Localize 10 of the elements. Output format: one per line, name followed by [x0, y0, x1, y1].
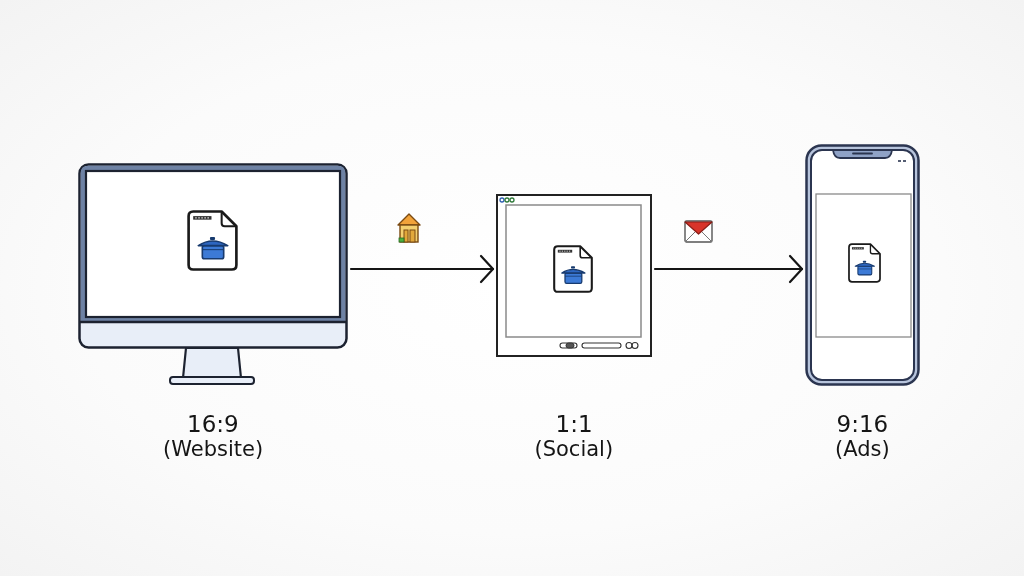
arrow: [349, 254, 495, 284]
usage-label: (Social): [534, 438, 614, 462]
usage-label: (Ads): [835, 438, 890, 462]
aspect-ratio-label: 16:9: [187, 412, 239, 438]
smartphone: [805, 144, 920, 386]
arrow: [653, 254, 804, 284]
aspect-ratio-label: 9:16: [836, 412, 889, 438]
usage-label: (Website): [163, 438, 264, 462]
browser-window: [496, 194, 652, 357]
aspect-ratio-label: 1:1: [555, 412, 593, 438]
